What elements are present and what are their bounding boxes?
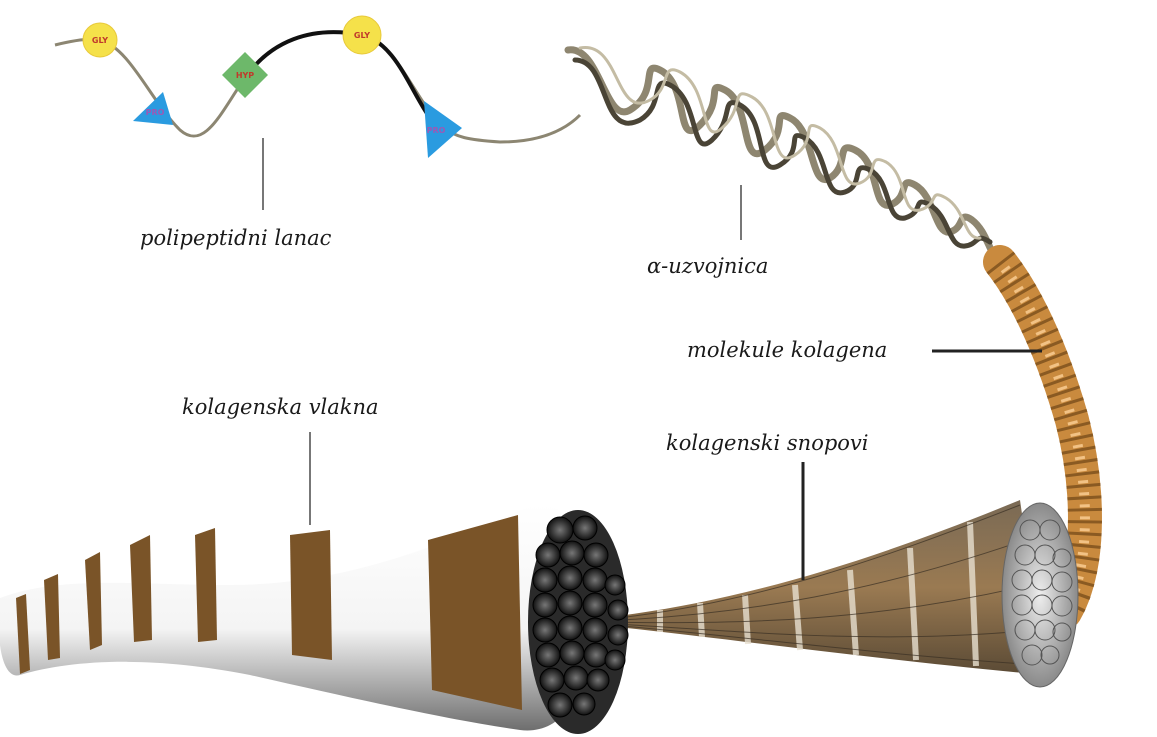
label-collagen-bundles: kolagenski snopovi: [666, 431, 869, 455]
label-alpha-helix: α-uzvojnica: [647, 254, 768, 278]
gly-residue-2: GLY: [343, 16, 381, 54]
hyp-label: HYP: [236, 71, 254, 80]
gly-label-1: GLY: [92, 36, 108, 45]
gly-label-2: GLY: [354, 31, 370, 40]
pro-label-2: PRO: [427, 126, 446, 135]
pro-label-1: PRO: [146, 108, 165, 117]
label-polypeptide-chain: polipeptidni lanac: [140, 226, 331, 250]
fiber-cross-section: [528, 510, 628, 734]
polypeptide-chain: [55, 32, 580, 142]
collagen-fiber: [0, 505, 628, 734]
alpha-helix: [568, 47, 1000, 260]
label-collagen-fibers: kolagenska vlakna: [182, 395, 379, 419]
collagen-bundle: [600, 500, 1078, 687]
gly-residue-1: GLY: [83, 23, 117, 57]
pro-residue-2: PRO: [424, 101, 462, 158]
label-collagen-molecules: molekule kolagena: [687, 338, 887, 362]
